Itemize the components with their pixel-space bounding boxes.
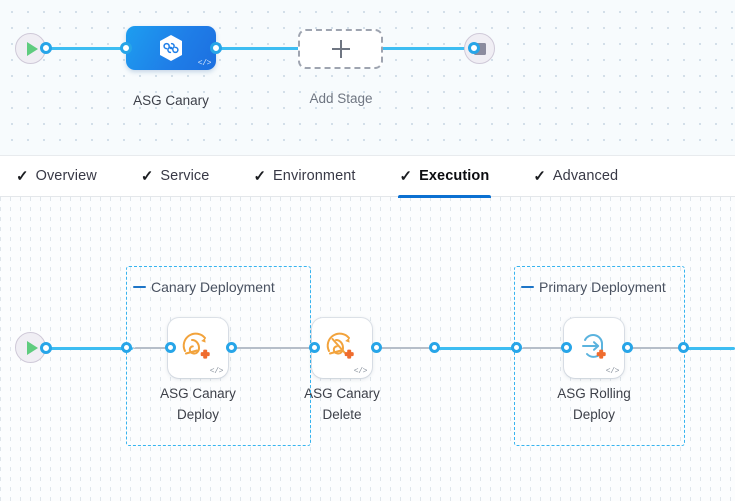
tab-execution[interactable]: ✓ Execution xyxy=(397,155,506,198)
tab-execution-label: Execution xyxy=(419,168,490,184)
canary-group-output-port[interactable] xyxy=(429,342,440,353)
stage-input-port[interactable] xyxy=(120,42,132,54)
asg-rolling-deploy-icon xyxy=(582,334,606,359)
tab-advanced-label: Advanced xyxy=(552,168,619,184)
stage-output-port[interactable] xyxy=(210,42,222,54)
tab-service[interactable]: ✓ Service xyxy=(139,155,226,197)
check-icon: ✓ xyxy=(140,167,154,185)
stage-label-asg-canary: ASG Canary xyxy=(133,93,209,108)
asg-rolling-deploy-input-port[interactable] xyxy=(561,342,572,353)
check-icon: ✓ xyxy=(253,167,267,185)
connector-group-in-to-deploy xyxy=(133,347,171,349)
connector-stage-to-addstage xyxy=(212,47,304,50)
minus-icon[interactable] xyxy=(521,285,534,289)
play-icon xyxy=(26,41,38,56)
connector-delete-to-group-out xyxy=(377,347,435,349)
asg-canary-deploy-input-port[interactable] xyxy=(165,342,176,353)
connector-start-to-stage xyxy=(43,47,135,50)
step-label-asg-rolling-deploy: ASG Rolling Deploy xyxy=(557,386,631,422)
step-label-asg-canary-delete: ASG Canary Delete xyxy=(304,386,380,422)
primary-group-input-port[interactable] xyxy=(511,342,522,353)
asg-canary-deploy-output-port[interactable] xyxy=(226,342,237,353)
pipeline-start-node[interactable] xyxy=(15,33,46,64)
plus-icon xyxy=(331,40,350,58)
add-stage-label: Add Stage xyxy=(309,91,373,106)
connector-rolling-to-primary-out xyxy=(628,347,684,349)
end-input-port[interactable] xyxy=(468,42,480,54)
tab-advanced[interactable]: ✓ Advanced xyxy=(531,155,634,197)
group-header-canary-deployment[interactable]: Canary Deployment xyxy=(133,279,275,295)
check-icon: ✓ xyxy=(533,167,546,185)
step-node-asg-canary-delete[interactable]: </> xyxy=(312,318,372,378)
tab-overview-label: Overview xyxy=(35,168,97,184)
tab-overview[interactable]: ✓ Overview xyxy=(14,155,113,197)
step-node-asg-rolling-deploy[interactable]: </> xyxy=(564,318,624,378)
stage-node-asg-canary[interactable]: </> xyxy=(126,26,216,70)
connector-deploy-to-delete xyxy=(232,347,314,349)
asg-canary-delete-output-port[interactable] xyxy=(371,342,382,353)
tab-environment[interactable]: ✓ Environment xyxy=(251,155,371,197)
start-output-port[interactable] xyxy=(40,42,52,54)
add-stage-button[interactable] xyxy=(298,29,383,69)
minus-icon[interactable] xyxy=(133,285,146,289)
connector-primary-to-right-edge xyxy=(684,346,735,350)
step-code-badge[interactable]: </> xyxy=(353,367,368,376)
connector-addstage-to-end xyxy=(378,47,474,50)
harness-hexagon-infinity-icon xyxy=(160,35,182,61)
step-group-primary-deployment[interactable] xyxy=(514,266,685,446)
connector-primary-in-to-rolling xyxy=(521,347,565,349)
asg-canary-deploy-icon xyxy=(182,332,210,359)
step-group-canary-deployment[interactable] xyxy=(126,266,311,446)
step-code-badge[interactable]: </> xyxy=(209,367,224,376)
step-node-asg-canary-deploy[interactable]: </> xyxy=(168,318,228,378)
execution-start-output-port[interactable] xyxy=(40,342,52,354)
stage-config-tabs: ✓ Overview ✓ Service ✓ Environment ✓ Exe… xyxy=(0,155,735,198)
execution-graph-canvas[interactable]: Canary Deployment Primary Deployment xyxy=(0,197,735,501)
stage-code-badge[interactable]: </> xyxy=(197,59,212,68)
tab-service-label: Service xyxy=(160,168,210,184)
connector-start-to-canary-group xyxy=(43,346,133,350)
primary-group-output-port[interactable] xyxy=(678,342,689,353)
asg-rolling-deploy-output-port[interactable] xyxy=(622,342,633,353)
canary-group-input-port[interactable] xyxy=(121,342,132,353)
group-header-primary-deployment[interactable]: Primary Deployment xyxy=(521,279,666,295)
connector-canary-to-primary-group xyxy=(435,346,521,350)
group-title-primary-deployment: Primary Deployment xyxy=(539,279,666,295)
asg-canary-delete-input-port[interactable] xyxy=(309,342,320,353)
tab-environment-label: Environment xyxy=(273,168,356,184)
step-code-badge[interactable]: </> xyxy=(605,367,620,376)
step-label-asg-canary-deploy: ASG Canary Deploy xyxy=(160,386,236,422)
stage-graph-canvas[interactable]: </> ASG Canary Add Stage xyxy=(0,0,735,155)
asg-canary-delete-icon xyxy=(326,332,354,359)
play-icon xyxy=(26,340,38,355)
group-title-canary-deployment: Canary Deployment xyxy=(151,279,275,295)
check-icon: ✓ xyxy=(399,167,413,185)
check-icon: ✓ xyxy=(16,167,29,185)
